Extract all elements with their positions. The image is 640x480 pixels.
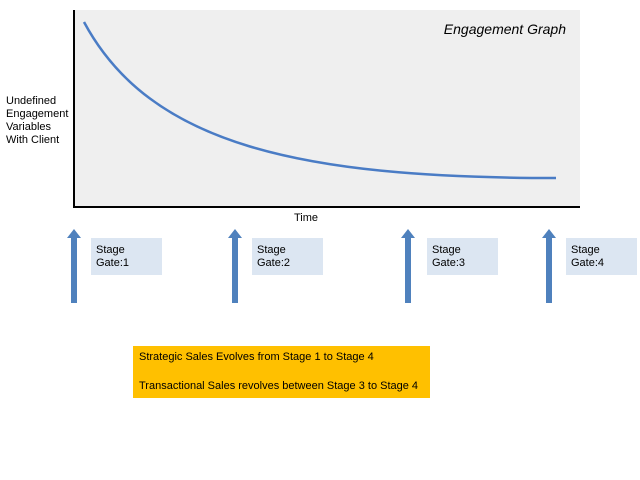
transactional-sales-text: Transactional Sales revolves between Sta… xyxy=(139,380,419,392)
stage-gate-3-label: Stage Gate:3 xyxy=(427,238,498,275)
stage-gate-4-label: Stage Gate:4 xyxy=(566,238,637,275)
sales-note-box: Strategic Sales Evolves from Stage 1 to … xyxy=(133,346,430,398)
stage-gate-2-label: Stage Gate:2 xyxy=(252,238,323,275)
up-arrow-icon xyxy=(67,229,81,303)
up-arrow-icon xyxy=(228,229,242,303)
stage-gate-1-label: Stage Gate:1 xyxy=(91,238,162,275)
plot-area xyxy=(75,10,580,206)
x-axis xyxy=(73,206,580,208)
strategic-sales-text: Strategic Sales Evolves from Stage 1 to … xyxy=(139,351,374,363)
x-axis-label: Time xyxy=(294,212,319,224)
y-axis-label: Undefined Engagement Variables With Clie… xyxy=(6,95,69,146)
engagement-curve xyxy=(82,21,557,180)
graph-title: Engagement Graph xyxy=(443,21,566,37)
up-arrow-icon xyxy=(401,229,415,303)
y-axis xyxy=(73,10,75,208)
up-arrow-icon xyxy=(542,229,556,303)
